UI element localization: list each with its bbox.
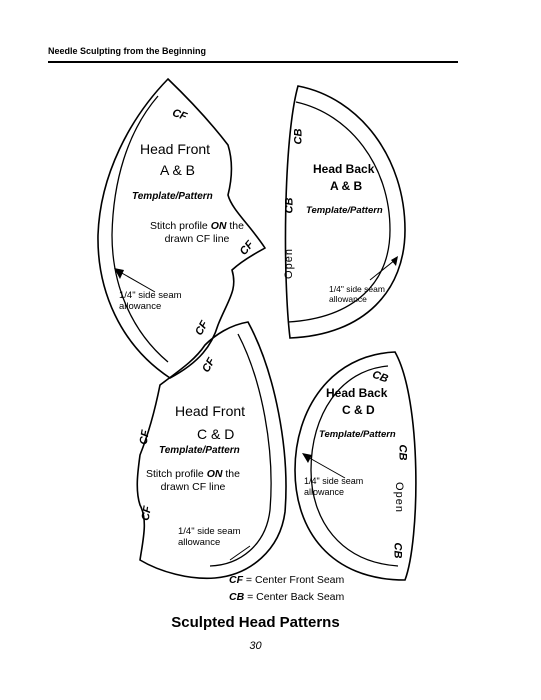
pattern-subtitle: A & B bbox=[160, 162, 196, 178]
pattern-title: Head Back bbox=[326, 386, 388, 400]
pattern-subtitle: C & D bbox=[197, 426, 235, 442]
header-rule bbox=[48, 61, 458, 63]
stitch-instruction: Stitch profile ON the drawn CF line bbox=[150, 220, 244, 246]
pattern-subtitle: C & D bbox=[342, 403, 375, 417]
cb-label: CB bbox=[396, 444, 409, 461]
head-front-cd-outline bbox=[136, 321, 287, 580]
pattern-subtitle: A & B bbox=[330, 179, 363, 193]
pattern-title: Head Front bbox=[140, 141, 211, 157]
cb-label: CB bbox=[283, 197, 296, 214]
pattern-title: Head Front bbox=[175, 403, 246, 419]
running-header: Needle Sculpting from the Beginning bbox=[48, 46, 207, 56]
opening-label: Open bbox=[282, 248, 295, 279]
pattern-title: Head Back bbox=[313, 162, 375, 176]
head-back-ab-outline bbox=[284, 85, 406, 339]
head-front-ab-outline bbox=[97, 77, 267, 379]
stitch-instruction: Stitch profile ON the drawn CF line bbox=[146, 468, 240, 494]
figure-caption: Sculpted Head Patterns bbox=[171, 614, 340, 631]
legend-cb: CB = Center Back Seam bbox=[229, 591, 345, 603]
head-back-cd-outline bbox=[294, 351, 417, 581]
page-number: 30 bbox=[249, 640, 262, 652]
cb-label: CB bbox=[292, 128, 305, 145]
opening-label: Open bbox=[392, 482, 405, 513]
template-label: Template/Pattern bbox=[159, 445, 240, 456]
legend-cf: CF = Center Front Seam bbox=[229, 574, 345, 586]
template-label: Template/Pattern bbox=[319, 429, 396, 440]
template-label: Template/Pattern bbox=[306, 205, 383, 216]
template-label: Template/Pattern bbox=[132, 191, 213, 202]
cb-label: CB bbox=[391, 542, 404, 559]
